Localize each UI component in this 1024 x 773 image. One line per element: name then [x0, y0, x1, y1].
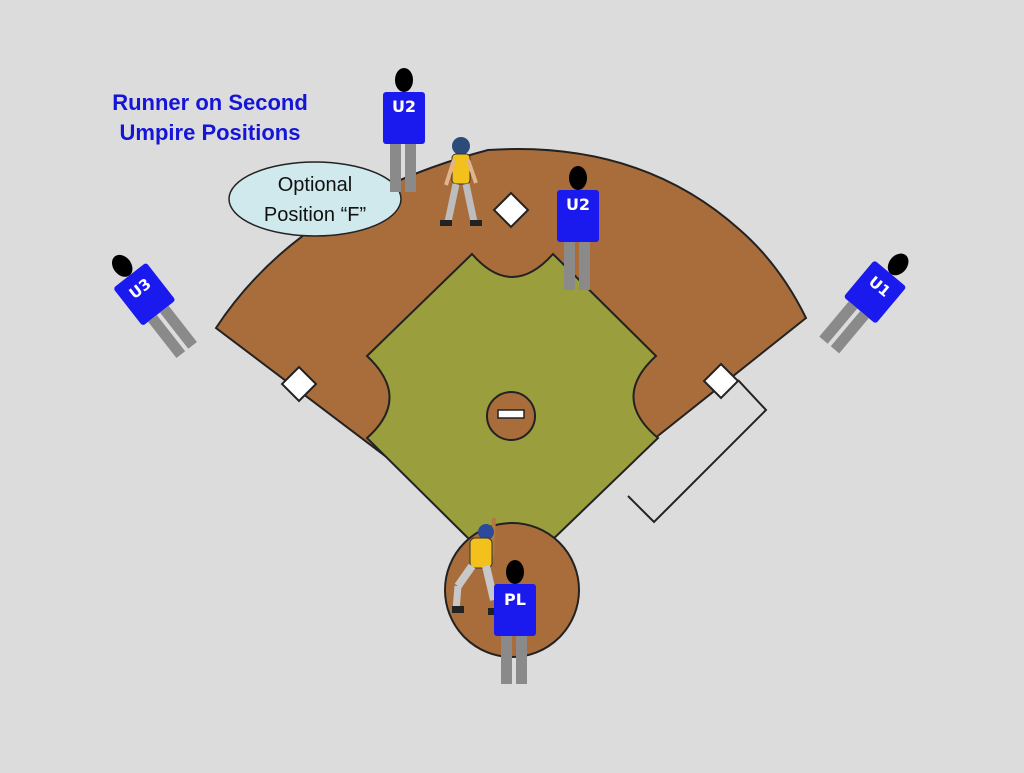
callout-text: Optional Position “F”	[232, 170, 398, 230]
title-line-1: Runner on Second	[112, 90, 308, 115]
umpire-label: U2	[392, 97, 416, 116]
umpire-label: U2	[566, 195, 590, 214]
running-lane	[627, 379, 768, 524]
diagram-title: Runner on Second Umpire Positions	[60, 88, 360, 148]
umpire-u2-infield: U2	[557, 166, 599, 290]
umpire-u1: U1	[819, 253, 909, 354]
pitcher-rubber-icon	[497, 409, 525, 419]
runner-icon	[440, 137, 482, 226]
second-base	[492, 191, 530, 229]
batter-icon	[452, 517, 500, 615]
umpire-label: PL	[504, 590, 526, 609]
umpire-u3: U3	[111, 254, 197, 358]
callout-line-1: Optional	[277, 174, 353, 196]
callout-line-2: Position “F”	[263, 204, 367, 226]
first-base	[702, 362, 740, 400]
umpire-plate: PL	[494, 560, 536, 684]
umpire-u2-deep: U2	[383, 68, 425, 192]
optional-position-callout	[228, 161, 402, 237]
third-base	[280, 365, 318, 403]
title-line-2: Umpire Positions	[119, 120, 301, 145]
